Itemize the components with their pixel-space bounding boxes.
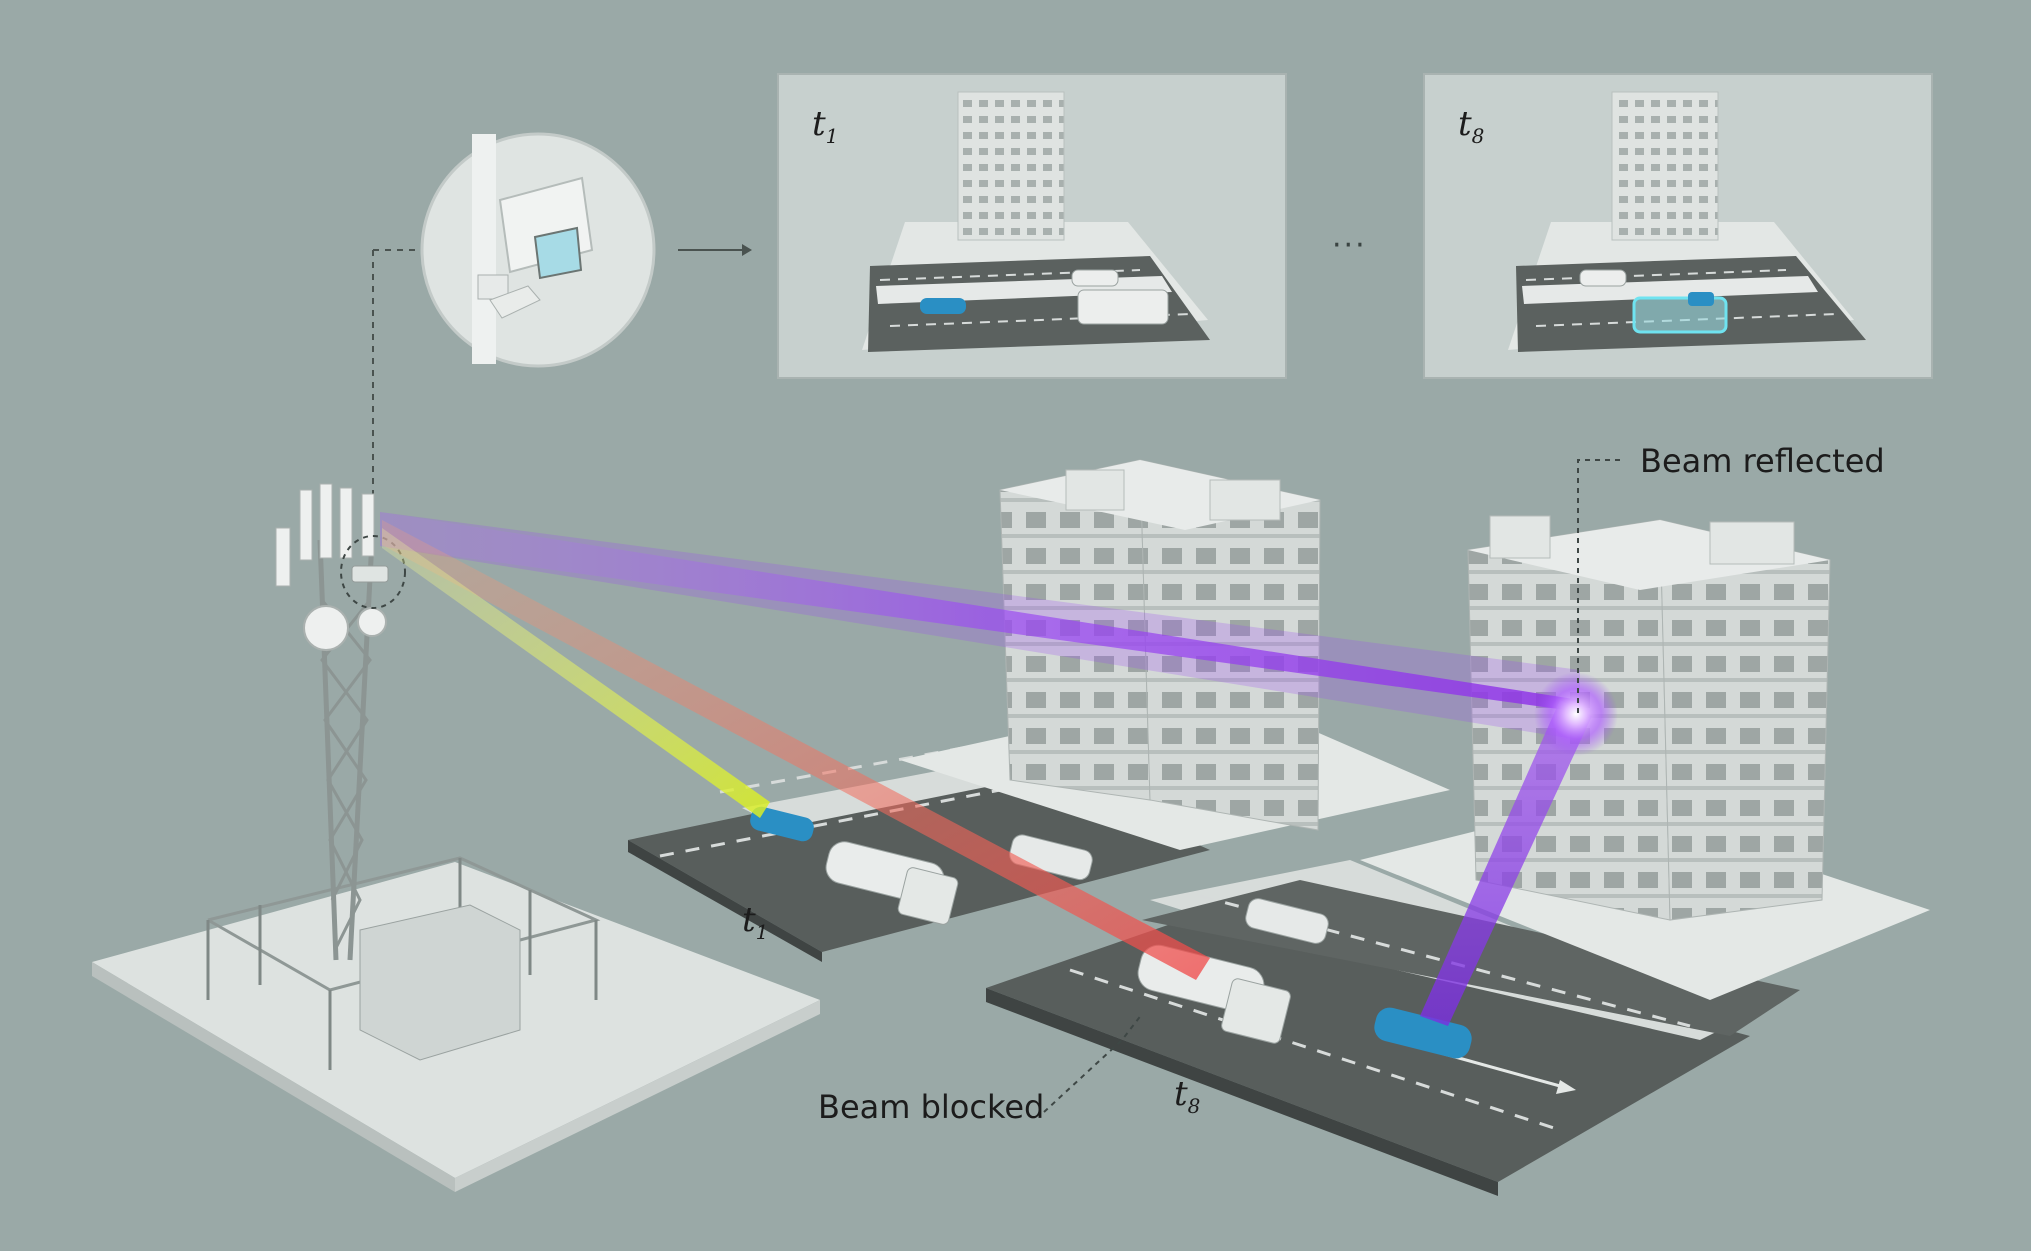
blue-car-t1	[750, 806, 814, 842]
arrow-right-icon	[678, 244, 752, 256]
cell-tower	[275, 483, 406, 961]
beam-reflected-label: Beam reflected	[1640, 442, 1885, 480]
tower-platform	[92, 856, 820, 1192]
scene-t8-label: t8	[1174, 1074, 1200, 1118]
beam-reflected	[1420, 700, 1592, 1026]
panel-t1-label: t1	[812, 104, 838, 148]
camera-callout-ring	[340, 535, 406, 609]
t-subscript: 8	[1187, 1094, 1201, 1118]
beam-purple	[380, 512, 1580, 712]
scene-t1-label: t1	[742, 900, 768, 944]
blue-car-t8	[1374, 1007, 1472, 1059]
t-symbol: t	[812, 104, 826, 144]
t-symbol: t	[1458, 104, 1472, 144]
beam-blocked-label: Beam blocked	[818, 1088, 1045, 1126]
snapshot-panel-t8	[1423, 73, 1933, 379]
reflection-glow	[1534, 672, 1618, 756]
beam-red	[382, 520, 1210, 980]
ellipsis: ···	[1332, 228, 1367, 263]
t-subscript: 1	[755, 920, 769, 944]
security-camera-icon	[477, 176, 594, 319]
truck-t1	[825, 841, 959, 925]
callout-leaders	[1043, 459, 1620, 1113]
beams	[380, 512, 1618, 1026]
vehicles-t1	[750, 806, 1093, 925]
beam-yellow	[382, 528, 770, 818]
white-car-t8	[1245, 898, 1329, 944]
t-symbol: t	[1174, 1074, 1188, 1114]
highlighted-truck-outline	[1632, 292, 1728, 334]
panel-t8-label: t8	[1458, 104, 1484, 148]
beam-purple-wide	[380, 512, 1580, 740]
white-car-t1	[1009, 834, 1093, 881]
t-subscript: 1	[825, 124, 839, 148]
snapshot-panel-t1	[777, 73, 1287, 379]
camera-zoom-circle	[372, 132, 656, 520]
t-subscript: 8	[1471, 124, 1485, 148]
t-symbol: t	[742, 900, 756, 940]
